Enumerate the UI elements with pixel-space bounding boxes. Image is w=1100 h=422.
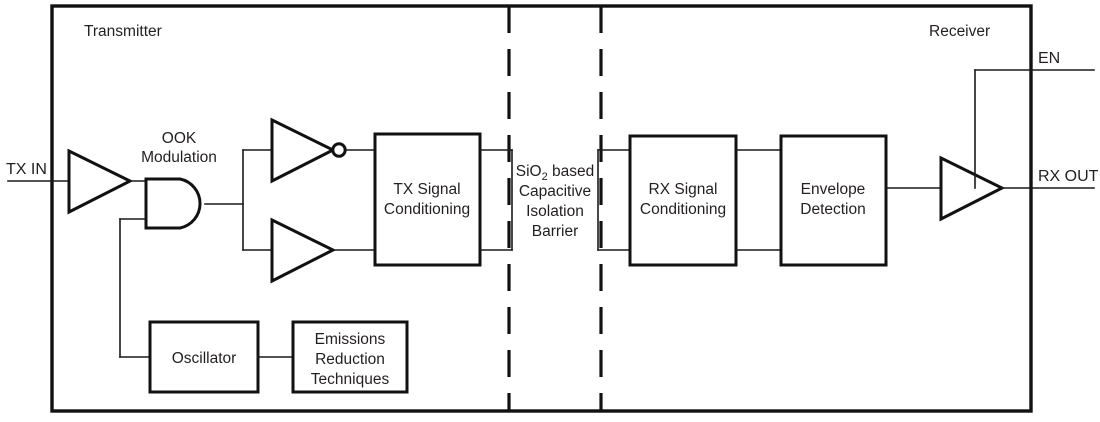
- rx-out-pin-label: RX OUT: [1038, 168, 1099, 185]
- output-buffer-amplifier-triangle: [939, 155, 1006, 222]
- barrier-sio-text: SiO: [516, 163, 542, 180]
- en-pin-label: EN: [1038, 50, 1060, 67]
- rx-signal-conditioning-label-line1: RX Signal: [649, 181, 718, 198]
- transmitter-section-label: Transmitter: [84, 23, 162, 40]
- inverter-bubble-icon: [331, 142, 347, 158]
- ook-modulation-label-line1: OOK: [162, 130, 197, 147]
- envelope-detection-label-line1: Envelope: [801, 181, 866, 198]
- emissions-reduction-label-line3: Techniques: [311, 371, 390, 388]
- barrier-sio-subscript: 2: [542, 171, 548, 183]
- emissions-reduction-label-line1: Emissions: [315, 331, 386, 348]
- ook-modulation-label-line2: Modulation: [141, 149, 217, 166]
- rx-signal-conditioning-label-line2: Conditioning: [640, 201, 726, 218]
- barrier-caption-line1: SiO2 based: [516, 163, 595, 183]
- barrier-caption-line3: Isolation: [526, 203, 584, 220]
- tx-signal-conditioning-label-line2: Conditioning: [384, 201, 470, 218]
- and-gate-shape: [144, 177, 202, 230]
- envelope-detection-block: [779, 134, 888, 267]
- rx-signal-conditioning-block: [628, 134, 738, 267]
- emissions-reduction-block: [291, 320, 409, 394]
- barrier-based-text: based: [548, 163, 595, 180]
- input-buffer-amplifier-triangle: [67, 148, 134, 215]
- buffer-gate-triangle: [270, 217, 337, 284]
- inverter-gate-triangle: [270, 117, 337, 184]
- tx-signal-conditioning-block: [373, 132, 482, 267]
- device-boundary-rect: [50, 4, 1033, 413]
- emissions-reduction-label-line2: Reduction: [315, 351, 385, 368]
- oscillator-label: Oscillator: [172, 350, 237, 367]
- tx-in-pin-label: TX IN: [6, 161, 47, 178]
- tx-signal-conditioning-label-line1: TX Signal: [393, 181, 460, 198]
- barrier-caption-line2: Capacitive: [519, 183, 591, 200]
- receiver-section-label: Receiver: [929, 23, 990, 40]
- envelope-detection-label-line2: Detection: [800, 201, 865, 218]
- barrier-caption-line4: Barrier: [532, 223, 579, 240]
- oscillator-block: [148, 320, 260, 394]
